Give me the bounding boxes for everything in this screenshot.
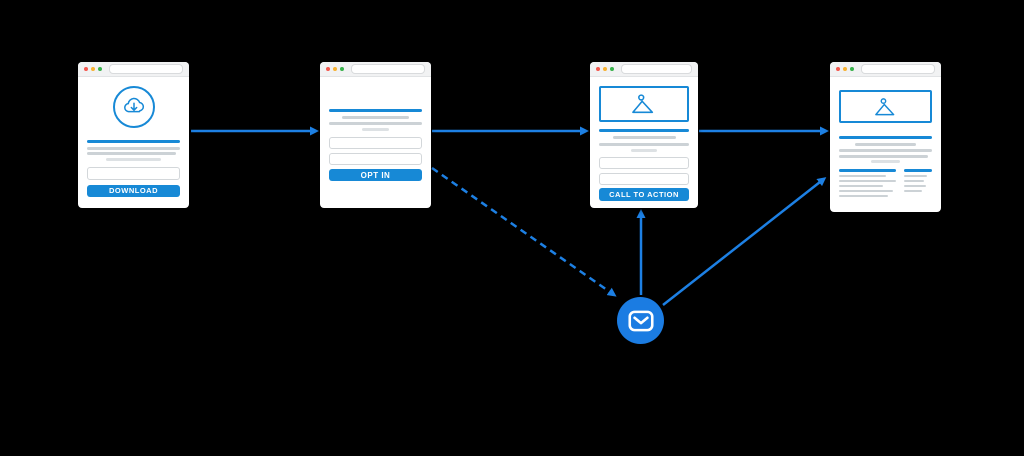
text-line xyxy=(903,184,927,187)
browser-chrome xyxy=(830,62,941,77)
close-dot-icon xyxy=(326,67,330,71)
email-node xyxy=(617,297,664,344)
text-line xyxy=(599,142,689,146)
close-dot-icon xyxy=(836,67,840,71)
text-line xyxy=(839,149,932,152)
url-bar xyxy=(621,64,692,74)
image-icon xyxy=(874,97,894,115)
minimize-dot-icon xyxy=(333,67,337,71)
maximize-dot-icon xyxy=(850,67,854,71)
text-line xyxy=(87,146,180,150)
name-field[interactable] xyxy=(329,137,422,149)
text-line xyxy=(105,157,162,161)
section-headline-line xyxy=(839,169,896,172)
text-line xyxy=(839,179,896,182)
minimize-dot-icon xyxy=(603,67,607,71)
maximize-dot-icon xyxy=(98,67,102,71)
arrow-optin-to-email-dashed xyxy=(431,166,617,297)
browser-chrome xyxy=(320,62,431,77)
url-bar xyxy=(861,64,935,74)
maximize-dot-icon xyxy=(610,67,614,71)
text-line xyxy=(612,136,676,139)
text-line xyxy=(839,154,929,158)
text-line xyxy=(903,189,922,192)
headline-line xyxy=(329,109,422,112)
browser-window-cta: CALL TO ACTION xyxy=(590,62,698,208)
headline-line xyxy=(839,136,932,139)
text-line xyxy=(839,194,888,197)
close-dot-icon xyxy=(84,67,88,71)
email-field[interactable] xyxy=(87,166,180,180)
text-line xyxy=(839,174,886,177)
download-button[interactable]: DOWNLOAD xyxy=(87,184,180,197)
name-field[interactable] xyxy=(599,156,689,169)
text-line xyxy=(903,174,927,177)
browser-window-article xyxy=(830,62,941,212)
browser-window-optin: OPT IN xyxy=(320,62,431,208)
text-line xyxy=(631,148,657,152)
headline-line xyxy=(87,140,180,143)
browser-window-download: DOWNLOAD xyxy=(78,62,189,208)
text-line xyxy=(854,142,917,146)
text-line xyxy=(87,152,177,155)
browser-chrome xyxy=(78,62,189,77)
maximize-dot-icon xyxy=(340,67,344,71)
text-line xyxy=(870,160,901,163)
sidebar-headline-line xyxy=(903,169,932,172)
text-line xyxy=(839,184,884,187)
opt-in-button[interactable]: OPT IN xyxy=(329,169,422,181)
text-line xyxy=(329,122,422,125)
image-placeholder xyxy=(839,90,932,123)
image-placeholder xyxy=(599,86,689,122)
browser-chrome xyxy=(590,62,698,77)
minimize-dot-icon xyxy=(843,67,847,71)
email-field[interactable] xyxy=(329,153,422,165)
url-bar xyxy=(109,64,183,74)
email-icon xyxy=(627,310,654,331)
cloud-download-icon xyxy=(112,86,155,128)
text-line xyxy=(362,128,389,131)
email-field[interactable] xyxy=(599,172,689,185)
text-line xyxy=(903,179,924,182)
text-line xyxy=(839,189,894,192)
call-to-action-button[interactable]: CALL TO ACTION xyxy=(599,187,689,201)
image-icon xyxy=(632,94,654,114)
minimize-dot-icon xyxy=(91,67,95,71)
url-bar xyxy=(351,64,425,74)
close-dot-icon xyxy=(596,67,600,71)
text-line xyxy=(342,116,409,119)
headline-line xyxy=(599,129,689,132)
